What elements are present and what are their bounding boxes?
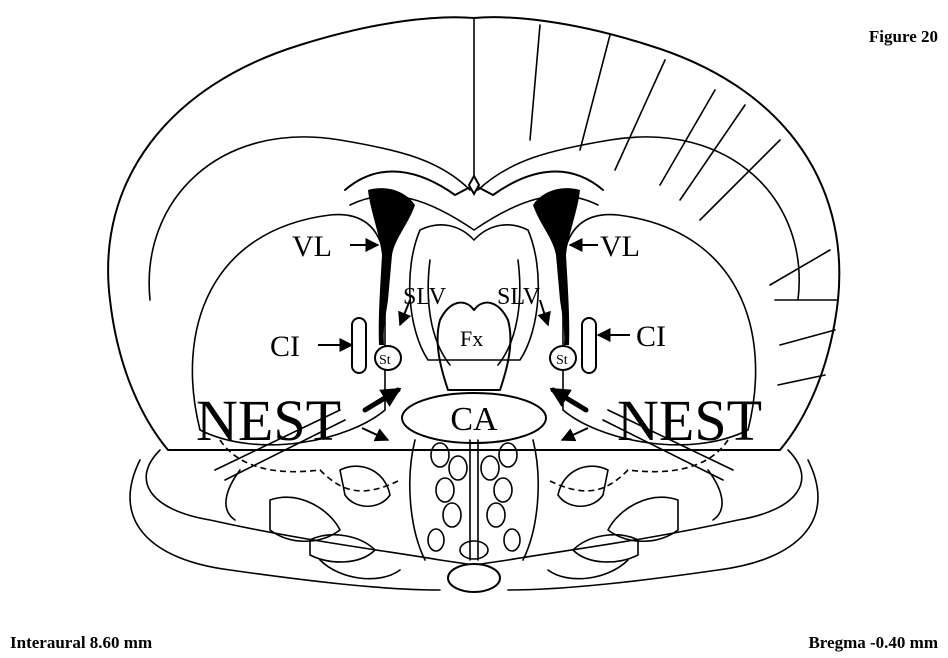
left-lateral-ventricle	[368, 188, 415, 345]
figure-label: Figure 20	[869, 27, 938, 46]
label-st-right: St	[556, 353, 568, 368]
label-slv-left: SLV	[403, 284, 447, 310]
label-ca: CA	[450, 401, 498, 438]
arrow-nest-left-2	[362, 428, 388, 440]
label-nest-right: NEST	[617, 388, 762, 453]
right-ci-structure	[582, 318, 596, 373]
label-fx: Fx	[460, 326, 483, 351]
arrow-nest-right	[553, 390, 586, 410]
right-lateral-ventricle	[533, 188, 580, 345]
interaural-coordinate: Interaural 8.60 mm	[10, 633, 152, 652]
arrow-nest-left	[365, 390, 398, 410]
arrow-nest-right-2	[562, 428, 588, 440]
label-nest-left: NEST	[196, 388, 341, 453]
label-ci-left: CI	[270, 330, 300, 363]
label-slv-right: SLV	[497, 284, 541, 310]
bregma-coordinate: Bregma -0.40 mm	[808, 633, 938, 652]
label-vl-left: VL	[292, 230, 332, 263]
arrow-slv-right	[540, 300, 548, 325]
midline-diamond	[469, 176, 479, 194]
label-ci-right: CI	[636, 320, 666, 353]
label-vl-right: VL	[600, 230, 640, 263]
label-st-left: St	[379, 353, 391, 368]
left-ci-structure	[352, 318, 366, 373]
ventral-structures	[130, 440, 818, 592]
